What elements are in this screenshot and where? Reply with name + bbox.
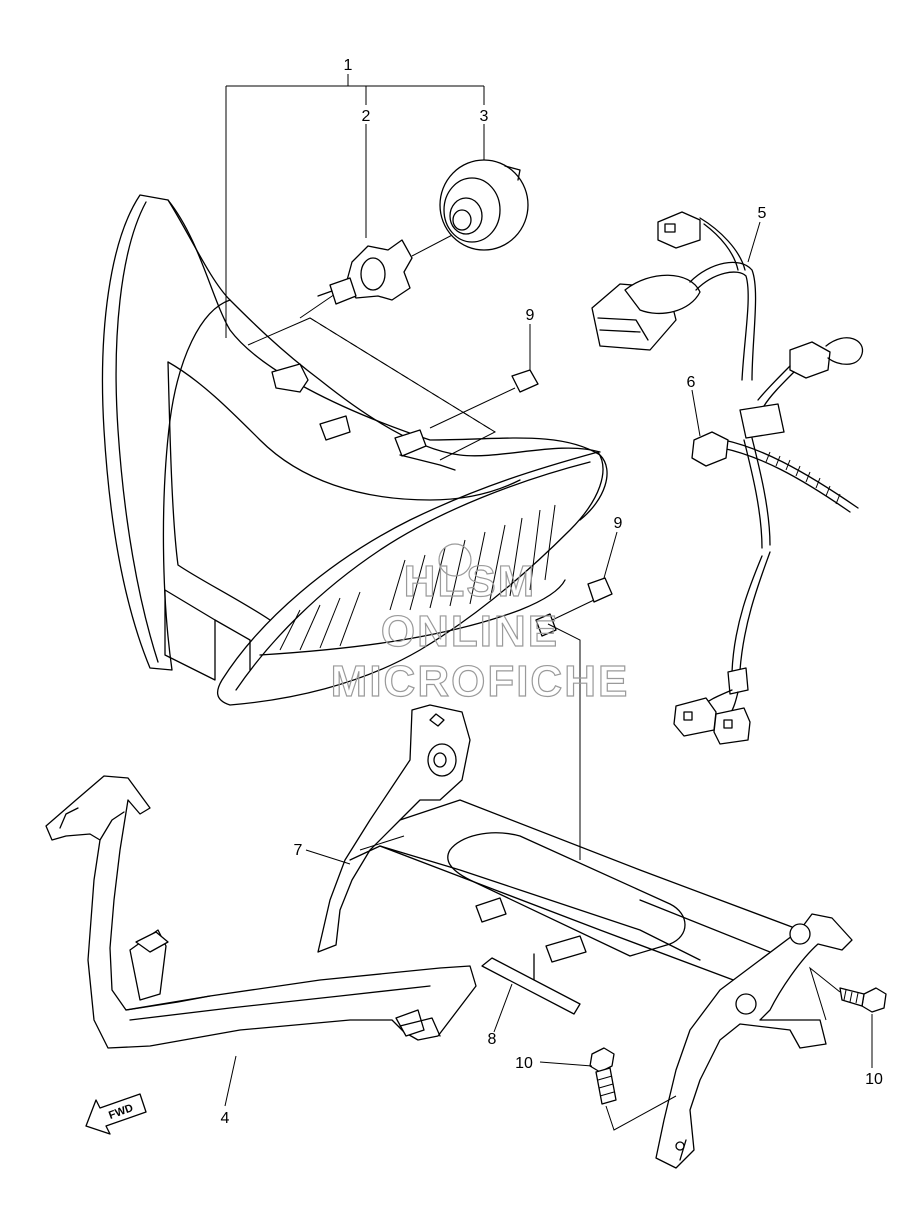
bolt-left [539, 1047, 677, 1131]
part-7-leader [305, 849, 351, 865]
part-label-10-left: 10 [515, 1055, 533, 1072]
part-label-7: 7 [294, 842, 303, 859]
headlight-bulb [317, 231, 459, 305]
headlight-stay [317, 704, 853, 1169]
part-label-9-lower: 9 [614, 515, 623, 532]
part-4-leader [224, 1055, 237, 1107]
watermark: HLSM ONLINE MICROFICHE [330, 543, 630, 707]
svg-text:MICROFICHE: MICROFICHE [331, 657, 630, 706]
headlight-wire-harness [591, 211, 864, 745]
svg-text:HLSM: HLSM [404, 557, 537, 606]
svg-text:ONLINE: ONLINE [381, 607, 559, 656]
part-label-4: 4 [221, 1110, 230, 1127]
part-label-1: 1 [344, 57, 353, 74]
part-8-leader [493, 983, 513, 1033]
headlight-assembly [101, 194, 608, 706]
stay-pad [481, 957, 581, 1015]
part-9b-leader [603, 531, 618, 579]
part-label-3: 3 [480, 108, 489, 125]
fwd-arrow-icon: FWD [85, 1093, 147, 1135]
side-bracket [45, 775, 477, 1049]
part-label-2: 2 [362, 108, 371, 125]
part-label-10-right: 10 [865, 1071, 883, 1088]
part-label-8: 8 [488, 1031, 497, 1048]
bulb-cover [439, 159, 529, 251]
part-label-9-upper: 9 [526, 307, 535, 324]
bolt-right [809, 966, 887, 1068]
clip-nut-lower [587, 577, 613, 603]
part-label-5: 5 [758, 205, 767, 222]
part-6-leader [691, 389, 701, 437]
part-label-6: 6 [687, 374, 696, 391]
clip-nut-upper [511, 369, 539, 393]
